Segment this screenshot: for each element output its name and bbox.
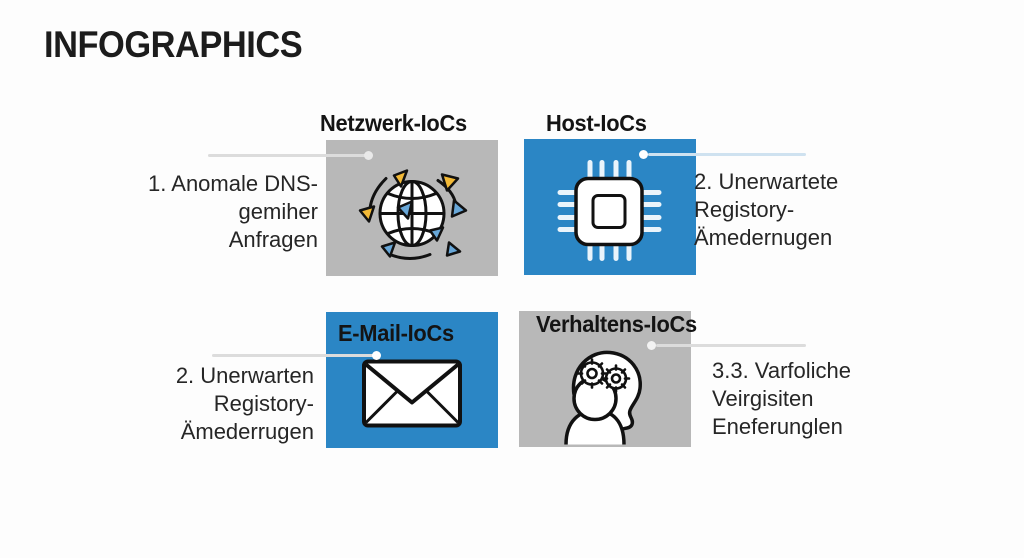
description-host-iocs: 2. Unerwartete Registory- Ämedernugen <box>694 169 839 250</box>
tile-caption-verhaltens-iocs: Verhaltens-IoCs <box>536 311 697 337</box>
description-netzwerk-iocs: 1. Anomale DNS- gemiher Anfragen <box>148 171 318 252</box>
envelope-mail-icon <box>360 356 464 437</box>
connector-line-netzwerk <box>208 154 368 157</box>
connector-line-host <box>648 153 806 156</box>
tile-caption-netzwerk-iocs: Netzwerk-IoCs <box>320 110 467 136</box>
connector-line-email <box>212 354 378 357</box>
tile-caption-host-iocs: Host-IoCs <box>546 110 647 136</box>
connector-dot-host <box>639 150 648 159</box>
tile-email-iocs[interactable] <box>326 312 498 448</box>
connector-dot-email <box>372 351 381 360</box>
head-gears-behavior-icon <box>552 341 658 454</box>
description-verhaltens-iocs: 3.3. Varfoliche Veirgisiten Eneferunglen <box>712 358 852 439</box>
connector-dot-netzwerk <box>364 151 373 160</box>
connector-line-verhaltens <box>656 344 806 347</box>
page-title: INFOGRAPHICS <box>44 24 303 65</box>
tile-host-iocs[interactable] <box>524 139 696 275</box>
tile-verhaltens-iocs[interactable] <box>519 311 691 447</box>
description-email-iocs: 2. Unerwarten Registory- Ämederrugen <box>175 363 314 444</box>
globe-network-arrows-icon <box>350 159 474 274</box>
connector-dot-verhaltens <box>647 341 656 350</box>
tile-netzwerk-iocs[interactable] <box>326 140 498 276</box>
cpu-chip-icon <box>554 157 666 270</box>
tile-caption-email-iocs: E-Mail-IoCs <box>338 320 454 346</box>
